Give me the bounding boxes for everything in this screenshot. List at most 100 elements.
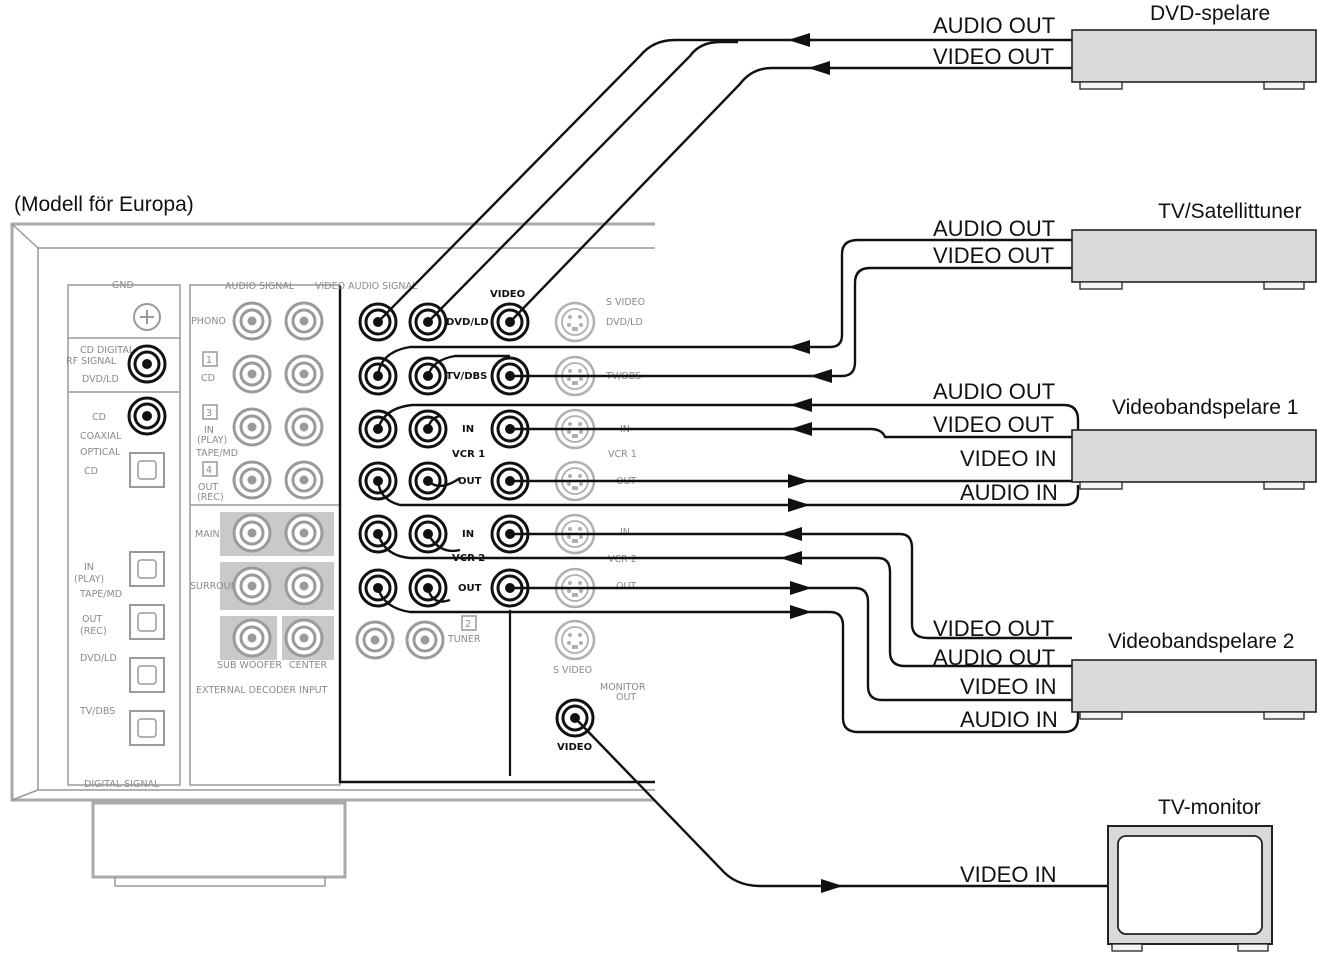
arrow-vcr2-audio-out — [780, 551, 802, 565]
row1-number: 1 — [206, 355, 212, 366]
vcr2-body — [1071, 659, 1317, 713]
signal-arrows — [780, 33, 843, 893]
svideo-monitor-jack[interactable] — [554, 619, 596, 661]
optical-tvdbs-jack[interactable] — [129, 710, 165, 746]
arrow-dvd-audio — [788, 33, 810, 47]
arrow-tv-audio — [788, 340, 810, 354]
coaxial-jack[interactable] — [127, 396, 167, 436]
video-column-header: VIDEO — [490, 289, 525, 300]
svideo-vcr2-out-label: OUT — [616, 581, 636, 592]
vcr1-body — [1071, 429, 1317, 483]
cd-r-jack[interactable] — [232, 354, 272, 394]
monitor-video-label: VIDEO — [557, 742, 592, 753]
tuner-label: TUNER — [447, 634, 481, 645]
vcr2-out-label: OUT — [458, 583, 482, 594]
opt-tapemd-label: TAPE/MD — [79, 589, 122, 600]
optical-cd-jack[interactable] — [129, 452, 165, 488]
dvdld-rf-label: DVD/LD — [82, 374, 119, 385]
vcr2-name: Videobandspelare 2 — [1108, 630, 1294, 653]
vcr1-in-label: IN — [462, 424, 474, 435]
monitor-screen — [1117, 835, 1263, 935]
surround-l-jack[interactable] — [284, 566, 324, 606]
vcr1-port-video-in: VIDEO IN — [960, 446, 1057, 471]
center-jack[interactable] — [284, 618, 324, 658]
vcr2-port-audio-out: AUDIO OUT — [933, 645, 1055, 670]
main-r-jack[interactable] — [232, 513, 272, 553]
tuner-r-jack[interactable] — [355, 620, 395, 660]
subwoofer-jack[interactable] — [232, 618, 272, 658]
subwoofer-label: SUB WOOFER — [217, 660, 282, 671]
cd-label: CD — [201, 373, 215, 384]
svideo-vcr2-in-label: IN — [620, 527, 630, 538]
cd-l-jack[interactable] — [284, 354, 324, 394]
main-l-jack[interactable] — [284, 513, 324, 553]
phono-r-jack[interactable] — [232, 301, 272, 341]
tapemd-label: TAPE/MD — [195, 448, 238, 459]
vcr1-port-audio-out: AUDIO OUT — [933, 379, 1055, 404]
coax-cd-label: CD — [92, 412, 106, 423]
input-tvdbs-label: TV/DBS — [446, 371, 487, 382]
optical-dvdld-jack[interactable] — [129, 657, 165, 693]
monitor-label: MONITOR — [600, 682, 646, 693]
vcr1-port-audio-in: AUDIO IN — [960, 480, 1058, 505]
dvd-body — [1071, 29, 1317, 83]
vcr2: Videobandspelare 2 VIDEO OUT AUDIO OUT V… — [933, 616, 1317, 732]
optical-label: OPTICAL — [80, 447, 121, 458]
optical-tape-in-jack[interactable] — [129, 551, 165, 587]
phono-l-jack[interactable] — [284, 301, 324, 341]
tape-in-l-jack[interactable] — [284, 407, 324, 447]
monitor-name: TV-monitor — [1158, 796, 1261, 819]
tuner-l-jack[interactable] — [405, 620, 445, 660]
arrow-vcr2-audio-in — [790, 605, 812, 619]
opt-out-label: OUT — [82, 614, 102, 625]
surround-label: SURROUND — [190, 581, 245, 592]
arrow-vcr1-video-in — [788, 474, 810, 488]
tape-in-r-jack[interactable] — [232, 407, 272, 447]
row4-number: 4 — [206, 465, 212, 476]
optical-cd-label: CD — [84, 466, 98, 477]
tape-play-label: (PLAY) — [197, 435, 227, 446]
tape-in-label: IN — [204, 425, 214, 436]
svideo-dvdld-label: DVD/LD — [606, 317, 643, 328]
phono-label: PHONO — [191, 316, 226, 327]
tape-out-label: OUT — [198, 482, 218, 493]
tuner-number: 2 — [465, 619, 471, 630]
tv-sat-port-audio-out: AUDIO OUT — [933, 216, 1055, 241]
surround-r-jack[interactable] — [232, 566, 272, 606]
monitor-port-video-in: VIDEO IN — [960, 862, 1057, 887]
tv-monitor: TV-monitor VIDEO IN — [960, 796, 1273, 952]
tv-sat-body — [1071, 229, 1317, 283]
vcr1: Videobandspelare 1 AUDIO OUT VIDEO OUT V… — [933, 379, 1317, 505]
center-label: CENTER — [289, 660, 328, 671]
tv-sat-name: TV/Satellittuner — [1158, 200, 1302, 223]
tv-satellite-tuner: TV/Satellittuner AUDIO OUT VIDEO OUT — [933, 200, 1317, 290]
tape-out-l-jack[interactable] — [284, 460, 324, 500]
dvd-port-audio-out: AUDIO OUT — [933, 13, 1055, 38]
rf-signal-label: RF SIGNAL — [66, 356, 117, 367]
svideo-header: S VIDEO — [606, 297, 645, 308]
external-decoder-label: EXTERNAL DECODER INPUT — [196, 685, 328, 696]
svideo-dvdld-jack[interactable] — [554, 301, 596, 343]
svideo-vcr2-label: VCR 2 — [608, 554, 637, 565]
tape-out-r-jack[interactable] — [232, 460, 272, 500]
gnd-label: GND — [112, 280, 134, 291]
opt-dvdld-label: DVD/LD — [80, 653, 117, 664]
opt-in-label: IN — [84, 562, 94, 573]
arrow-vcr1-audio-out — [790, 398, 812, 412]
monitor-out-label: OUT — [616, 692, 636, 703]
optical-tape-out-jack[interactable] — [129, 604, 165, 640]
tv-sat-port-video-out: VIDEO OUT — [933, 243, 1054, 268]
vcr2-in-label: IN — [462, 529, 474, 540]
dvd-name: DVD-spelare — [1150, 2, 1270, 25]
rf-jack[interactable] — [127, 344, 167, 384]
vcr2-port-video-out: VIDEO OUT — [933, 616, 1054, 641]
arrow-dvd-video — [808, 61, 830, 75]
svideo-vcr1-label: VCR 1 — [608, 449, 637, 460]
vcr1-out-label: OUT — [458, 476, 482, 487]
arrow-monitor-video — [821, 879, 843, 893]
vcr1-port-video-out: VIDEO OUT — [933, 412, 1054, 437]
vcr2-port-audio-in: AUDIO IN — [960, 707, 1058, 732]
vcr1-name: Videobandspelare 1 — [1112, 396, 1298, 419]
digital-signal-label: DIGITAL SIGNAL — [84, 779, 160, 790]
